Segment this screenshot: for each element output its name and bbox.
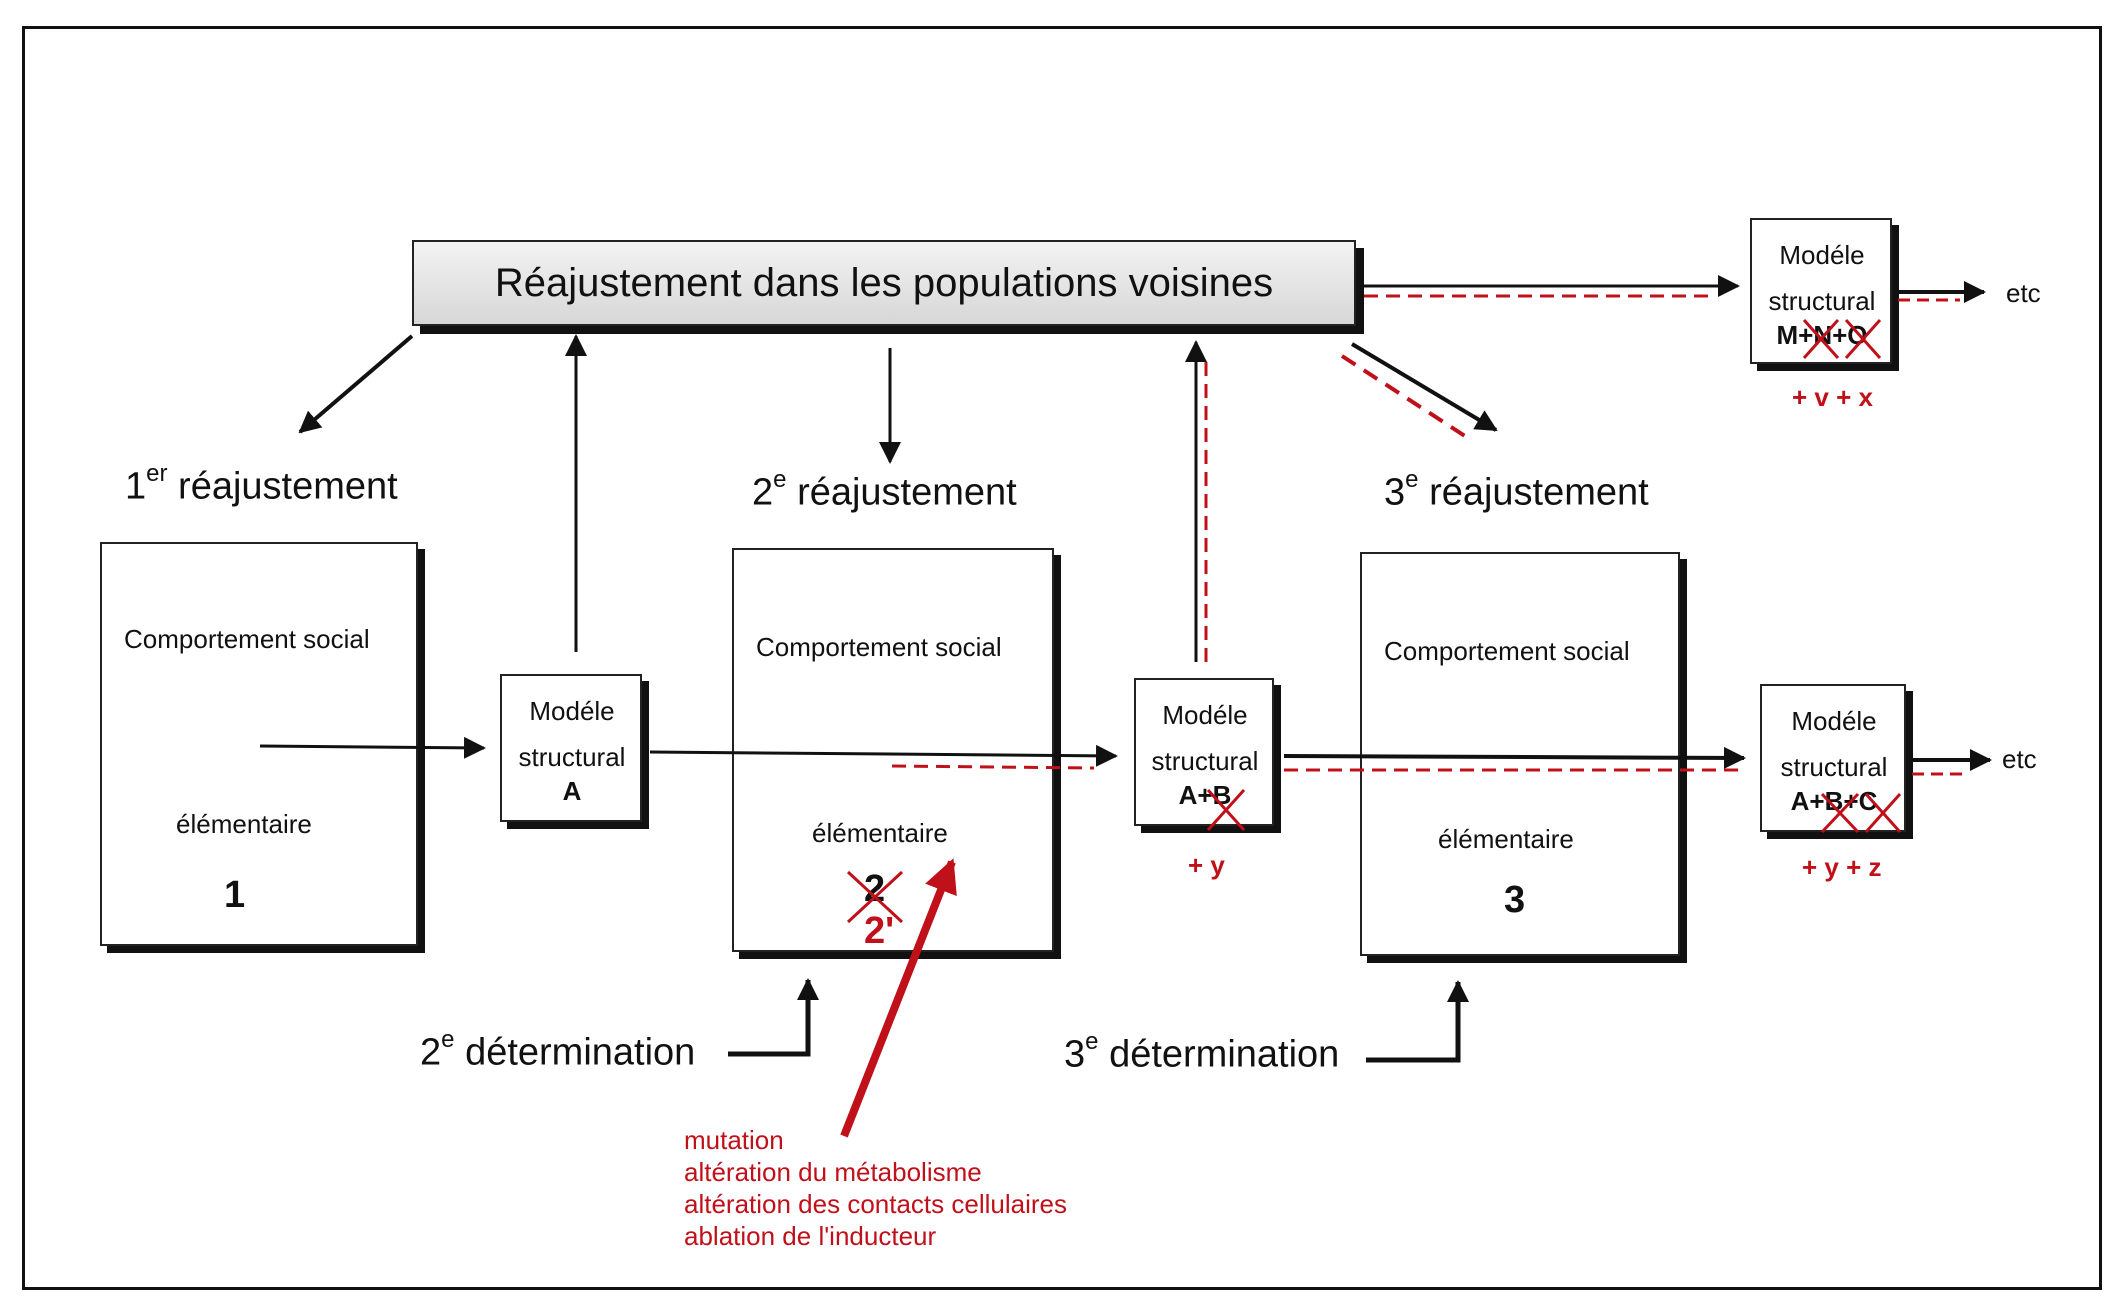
determination-2-label: 2e détermination: [420, 1026, 696, 1074]
cross-out-c-abc: [1864, 792, 1902, 834]
cause-item: ablation de l'inducteur: [684, 1221, 937, 1251]
cross-out-2: [846, 870, 904, 924]
arrow-box1-to-model-a: [259, 736, 486, 759]
stage-2-heading: 2e réajustement: [752, 466, 1017, 514]
social-behaviour-box-1: Comportement social élémentaire 1: [100, 542, 418, 946]
arrow-model-a-to-model-ab: [649, 744, 1118, 767]
structural-model-ab: Modéle structural A+B: [1134, 678, 1274, 826]
cross-out-n-mno: [1802, 318, 1840, 360]
model-mno-extra: + v + x: [1792, 382, 1873, 412]
perturbation-causes: mutation altération du métabolisme altér…: [684, 1124, 1067, 1252]
arrow-model-ab-to-model-abc: [1283, 746, 1746, 769]
box-3-top-label: Comportement social: [1384, 636, 1630, 666]
cause-item: altération du métabolisme: [684, 1157, 982, 1187]
box-2-bottom-label: élémentaire: [812, 818, 948, 848]
box-1-top-label: Comportement social: [124, 624, 370, 654]
etc-label-top: etc: [2006, 278, 2041, 308]
box-1-bottom-label: élémentaire: [176, 809, 312, 839]
cause-item: mutation: [684, 1125, 784, 1155]
structural-model-a: Modéle structural A: [500, 674, 642, 822]
dashed-box2-to-model-ab: [891, 764, 1095, 770]
box-2-top-label: Comportement social: [756, 632, 1002, 662]
social-behaviour-box-2: Comportement social élémentaire 2 2': [732, 548, 1054, 952]
stage-1-heading: 1er réajustement: [125, 460, 398, 508]
stage-3-heading: 3e réajustement: [1384, 466, 1649, 514]
model-abc-extra: + y + z: [1802, 852, 1882, 882]
box-2-number-alt: 2': [864, 910, 895, 952]
cross-out-b-abc: [1820, 792, 1860, 834]
cause-item: altération des contacts cellulaires: [684, 1189, 1067, 1219]
box-1-number: 1: [224, 874, 246, 916]
arrow-determination-2-to-box2: [728, 978, 819, 1057]
neighbour-populations-banner: Réajustement dans les populations voisin…: [412, 240, 1356, 326]
social-behaviour-box-3: Comportement social élémentaire 3: [1360, 552, 1680, 956]
model-ab-extra: + y: [1188, 850, 1225, 880]
box-3-number: 3: [1504, 879, 1526, 921]
arrow-banner-to-stage1: [298, 334, 414, 434]
arrow-perturbation-to-box2: [840, 858, 957, 1138]
cross-out-o-mno: [1844, 318, 1882, 360]
cross-out-b-ab: [1206, 788, 1246, 832]
box-3-bottom-label: élémentaire: [1438, 824, 1574, 854]
banner-title: Réajustement dans les populations voisin…: [494, 260, 1274, 305]
dashed-banner-to-stage3: [1340, 354, 1470, 440]
outer-frame: [22, 26, 2102, 1290]
arrow-determination-3-to-box3: [1366, 980, 1469, 1063]
determination-3-label: 3e détermination: [1064, 1028, 1340, 1076]
arrow-banner-to-stage3: [1350, 342, 1498, 432]
etc-label-bottom: etc: [2002, 744, 2037, 774]
